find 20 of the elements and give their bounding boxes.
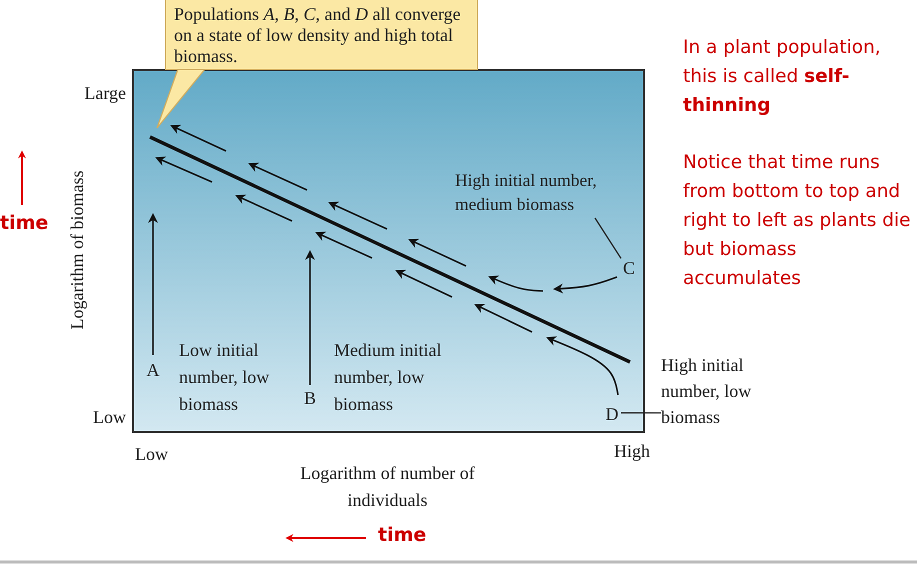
time-label: time [0, 211, 50, 236]
population-letter: A [146, 359, 160, 382]
axis-title: Logarithm of number of individuals [299, 462, 476, 512]
population-letter: C [621, 256, 637, 280]
axis-tick-label: High [613, 440, 650, 463]
axis-tick-label: Low [135, 443, 169, 466]
time-label: time [378, 523, 428, 548]
population-letter: D [603, 402, 621, 426]
annotation-text: High initial number, low biomass [661, 352, 789, 430]
axis-tick-label: Low [92, 406, 126, 429]
annotation-text: Low initial number, low biomass [179, 339, 270, 416]
axis-title: Logarithm of biomass [66, 170, 88, 332]
leader-line [594, 218, 622, 259]
annotation-text: Medium initial number, low biomass [334, 339, 442, 416]
note-text: Notice that time runs from bottom to top and right to left as plants die but biomass accumulates [683, 151, 912, 291]
note-text: In a plant population, this is called self-thinning [683, 36, 882, 118]
leader-line [621, 412, 661, 414]
annotation-text: High initial number, medium biomass [455, 168, 655, 218]
axis-tick-label: Large [83, 82, 126, 105]
population-letter: B [302, 387, 317, 410]
